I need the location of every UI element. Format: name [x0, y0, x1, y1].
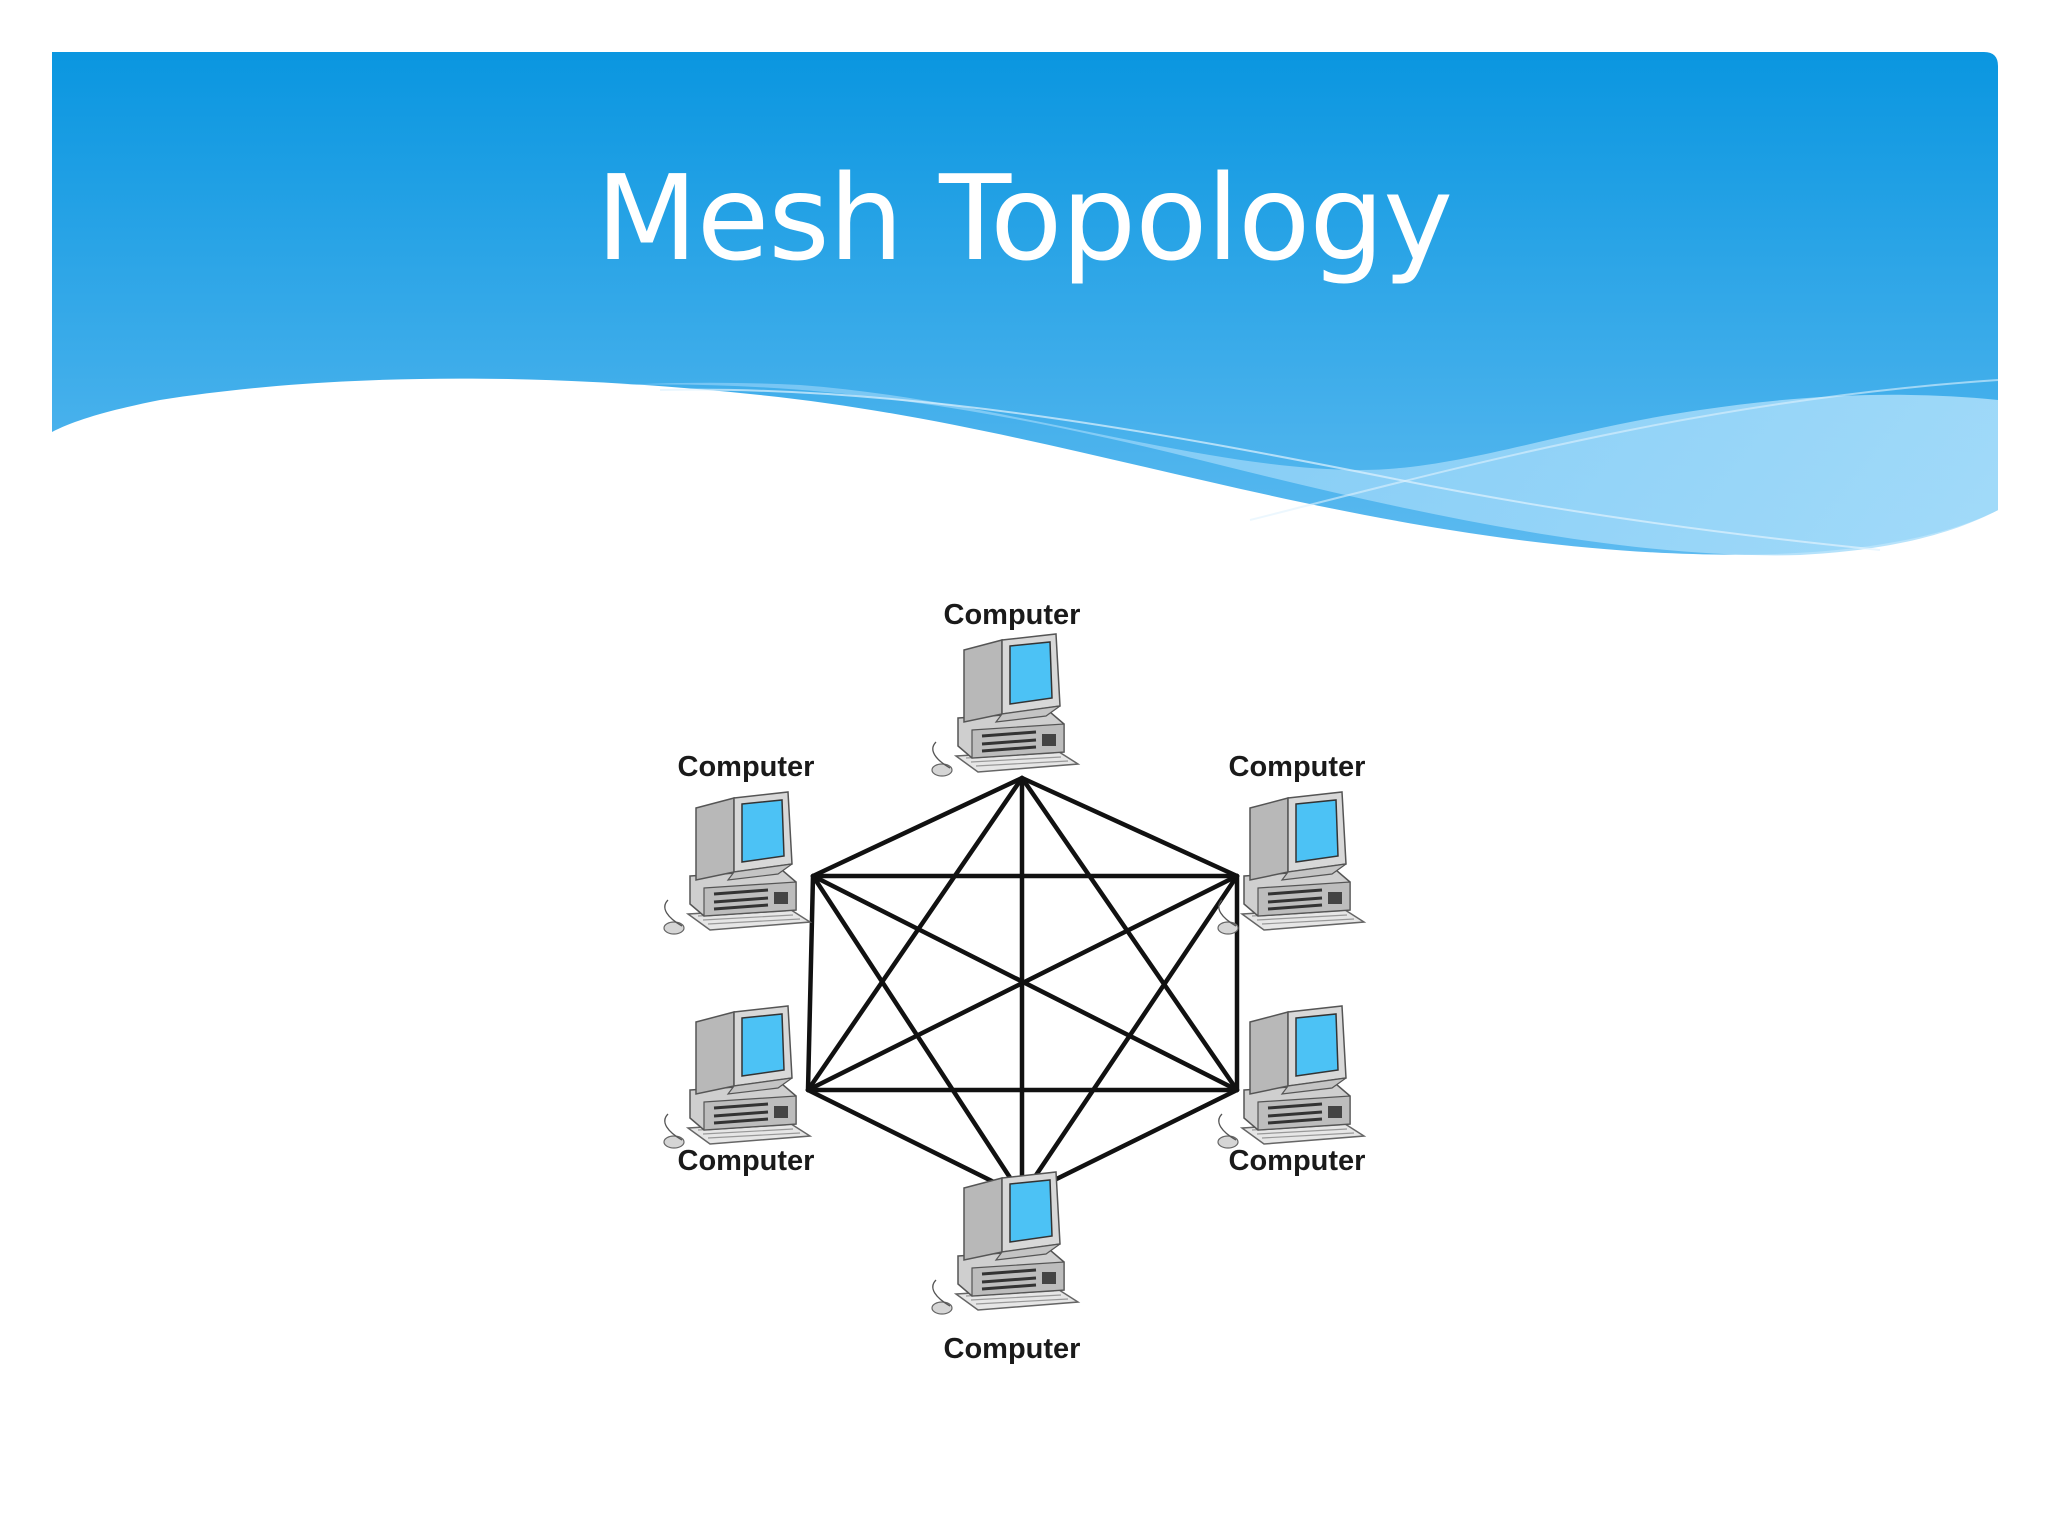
computer-node-lower-left: Computer — [662, 1004, 815, 1177]
link-lower-right-bottom — [1019, 1087, 1240, 1199]
link-bottom-lower-left — [805, 1087, 1025, 1199]
link-top-upper-right — [1019, 775, 1240, 879]
link-top-upper-left — [810, 775, 1025, 879]
computer-icon — [662, 790, 812, 936]
node-label: Computer — [1229, 1145, 1366, 1177]
computer-node-lower-right: Computer — [1216, 1004, 1366, 1177]
node-label: Computer — [678, 751, 815, 783]
header-wave-line-2 — [1249, 379, 1999, 521]
node-label: Computer — [944, 1333, 1081, 1365]
computer-icon — [930, 1170, 1080, 1316]
mesh-links — [805, 775, 1240, 1199]
computer-node-bottom: Computer — [930, 1170, 1081, 1365]
slide-title: Mesh Topology — [595, 149, 1453, 287]
link-top-lower-left — [805, 775, 1025, 1093]
computer-icon — [930, 632, 1080, 778]
computer-node-upper-right: Computer — [1216, 751, 1366, 936]
node-label: Computer — [1229, 751, 1366, 783]
header-wave-line — [659, 388, 1881, 551]
link-top-lower-right — [1019, 775, 1240, 1093]
computer-icon — [1216, 1004, 1366, 1150]
header-band — [52, 52, 1998, 555]
link-lower-left-upper-left — [805, 873, 816, 1093]
link-bottom-upper-left — [810, 873, 1025, 1199]
header-banner — [52, 52, 1999, 556]
computer-node-top: Computer — [930, 599, 1081, 778]
computer-icon — [662, 1004, 812, 1150]
node-label: Computer — [678, 1145, 815, 1177]
node-label: Computer — [944, 599, 1081, 631]
computer-icon — [1216, 790, 1366, 936]
link-lower-right-upper-left — [810, 873, 1240, 1093]
computer-node-upper-left: Computer — [662, 751, 815, 936]
